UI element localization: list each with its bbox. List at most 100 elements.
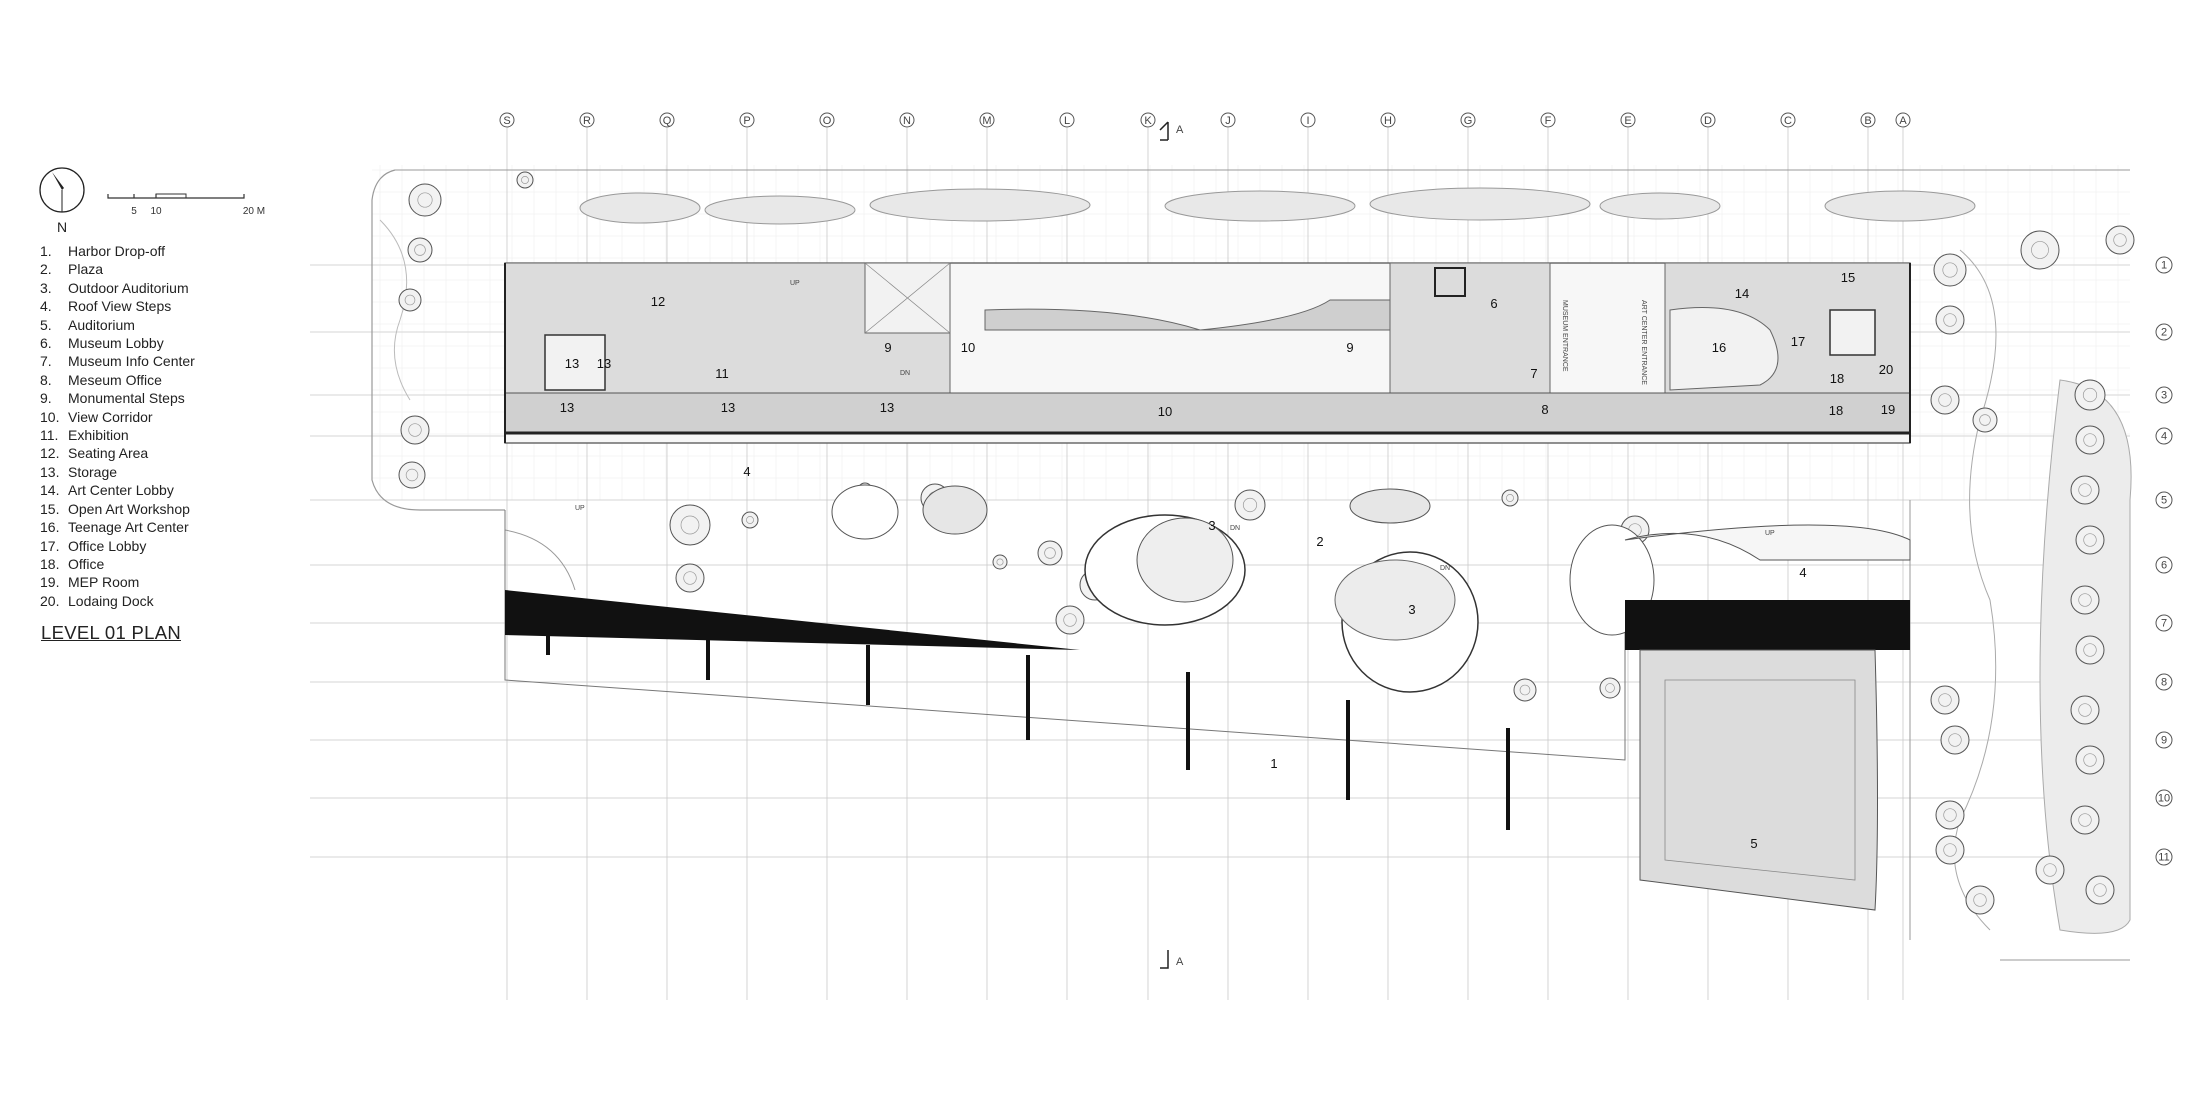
legend-item-number: 11. bbox=[40, 427, 59, 444]
tree-icon bbox=[1234, 489, 1266, 521]
legend-item-number: 17. bbox=[40, 537, 60, 554]
room-number-label: 5 bbox=[1750, 836, 1757, 851]
tree-icon bbox=[1513, 678, 1537, 702]
tree-icon bbox=[2070, 695, 2100, 725]
grid-row-label: 6 bbox=[2161, 560, 2167, 572]
scale-tick-5: 5 bbox=[131, 206, 137, 217]
legend-item: 19.MEP Room bbox=[40, 573, 195, 591]
room-number-label: 10 bbox=[961, 340, 975, 355]
tree-icon bbox=[1965, 885, 1995, 915]
tree-icon bbox=[1055, 605, 1085, 635]
legend-item-name: Office Lobby bbox=[68, 537, 147, 554]
legend-item: 12.Seating Area bbox=[40, 444, 195, 462]
grid-row-bubble bbox=[2155, 556, 2173, 574]
grid-row-label: 9 bbox=[2161, 735, 2167, 747]
grid-column-label: M bbox=[982, 115, 991, 127]
tree-icon bbox=[516, 171, 534, 189]
room-number-label: 13 bbox=[721, 400, 735, 415]
annotations: UP DN DN DN UP UP MUSEUM ENTRANCE ART CE… bbox=[575, 280, 1775, 572]
legend-item-name: Exhibition bbox=[68, 427, 129, 444]
grid-column-bubble bbox=[659, 112, 675, 128]
art-center-entrance-label: ART CENTER ENTRANCE bbox=[1640, 300, 1647, 385]
legend-item: 17. Office Lobby bbox=[40, 537, 195, 555]
museum-entrance-label: MUSEUM ENTRANCE bbox=[1561, 300, 1568, 372]
room-number-label: 6 bbox=[1490, 296, 1497, 311]
scale-tick-10: 10 bbox=[150, 206, 162, 217]
north-label: N bbox=[57, 219, 67, 235]
legend-item-name: MEP Room bbox=[68, 574, 140, 591]
tree-icon bbox=[398, 461, 426, 489]
grid-column-label: N bbox=[903, 115, 911, 127]
grid-column-label: L bbox=[1064, 115, 1070, 127]
legend-item-number: 18. bbox=[40, 555, 60, 572]
grid-column-bubble bbox=[1780, 112, 1796, 128]
legend-item: 15.Open Art Workshop bbox=[40, 500, 195, 518]
tree-icon bbox=[741, 511, 759, 529]
room-number-label: 4 bbox=[1799, 565, 1806, 580]
grid-column-label: S bbox=[503, 115, 510, 127]
grid-column-label: A bbox=[1899, 115, 1907, 127]
up-label-3: UP bbox=[1765, 530, 1775, 537]
grid-column-bubble bbox=[1620, 112, 1636, 128]
legend-item-number: 6. bbox=[40, 335, 52, 352]
grid-column-label: F bbox=[1545, 115, 1552, 127]
tree-icon bbox=[992, 554, 1008, 570]
tree-icon bbox=[408, 183, 442, 217]
legend-item-name: Plaza bbox=[68, 261, 104, 278]
legend-item-name: View Corridor bbox=[68, 408, 153, 425]
tree-icon bbox=[2070, 805, 2100, 835]
legend-item: 10.View Corridor bbox=[40, 408, 195, 426]
tree-icon bbox=[2020, 230, 2060, 270]
tree-icon bbox=[2035, 855, 2065, 885]
legend-item-name: Office bbox=[68, 555, 105, 572]
legend-item-name: Meseum Office bbox=[68, 371, 162, 388]
dn-label-3: DN bbox=[1440, 565, 1450, 572]
grid-column-bubble bbox=[739, 112, 755, 128]
tree-icon bbox=[400, 415, 430, 445]
tree-icon bbox=[2070, 585, 2100, 615]
legend-item: 8.Meseum Office bbox=[40, 371, 195, 389]
grid-column-bubble bbox=[1895, 112, 1911, 128]
scale-tick-20: 20 M bbox=[243, 206, 265, 217]
legend-item-number: 3. bbox=[40, 279, 52, 296]
legend-item-number: 13. bbox=[40, 463, 60, 480]
grid-column-label: D bbox=[1704, 115, 1712, 127]
section-markers: A A bbox=[1159, 121, 1184, 969]
grid-column-bubble bbox=[1140, 112, 1156, 128]
grid-column-bubble bbox=[1300, 112, 1316, 128]
grid-row-bubble bbox=[2155, 256, 2173, 274]
room-number-label: 2 bbox=[1316, 534, 1323, 549]
grid-row-label: 1 bbox=[2161, 260, 2167, 272]
room-number-label: 1 bbox=[1270, 756, 1277, 771]
tree-icon bbox=[2075, 525, 2105, 555]
tree-icon bbox=[1037, 540, 1063, 566]
tree-icon bbox=[2075, 745, 2105, 775]
grid-column-bubble bbox=[579, 112, 595, 128]
legend-item-name: Lodaing Dock bbox=[68, 592, 154, 609]
room-number-label: 19 bbox=[1881, 402, 1895, 417]
room-number-label: 9 bbox=[884, 340, 891, 355]
grid-column-label: E bbox=[1624, 115, 1631, 127]
legend-item-number: 5. bbox=[40, 316, 52, 333]
tree-icon bbox=[1935, 800, 1965, 830]
grid-column-bubble bbox=[1860, 112, 1876, 128]
room-number-label: 11 bbox=[715, 366, 729, 381]
legend-item-number: 12. bbox=[40, 445, 60, 462]
legend-item-number: 9. bbox=[40, 390, 52, 407]
legend-item-name: Outdoor Auditorium bbox=[68, 279, 189, 296]
grid-row-bubble bbox=[2155, 323, 2173, 341]
tree-icon bbox=[2105, 225, 2135, 255]
tree-icon bbox=[1599, 677, 1621, 699]
legend-item: 18. Office bbox=[40, 555, 195, 573]
legend-item: 1.Harbor Drop-off bbox=[40, 242, 195, 260]
legend-item: 2.Plaza bbox=[40, 260, 195, 278]
grid-column-label: R bbox=[583, 115, 591, 127]
grid-column-bubble bbox=[1220, 112, 1236, 128]
tree-icon bbox=[2075, 425, 2105, 455]
room-number-label: 20 bbox=[1879, 362, 1893, 377]
grid-row-bubble bbox=[2155, 427, 2173, 445]
tree-icon bbox=[407, 237, 433, 263]
grid-row-label: 8 bbox=[2161, 677, 2167, 689]
tree-icon bbox=[1972, 407, 1998, 433]
